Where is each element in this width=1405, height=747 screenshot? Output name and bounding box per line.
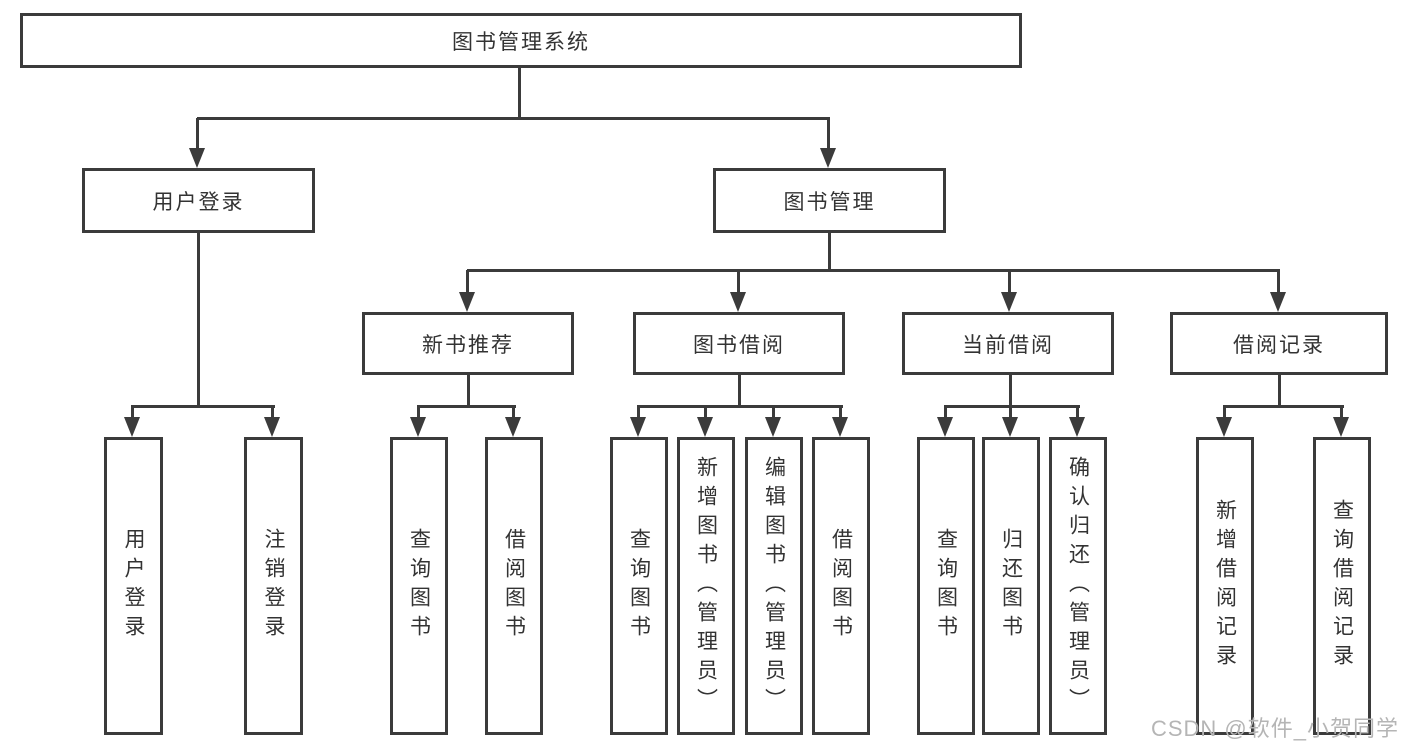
arrow-down-icon (831, 406, 848, 437)
arrow-down-icon (1215, 406, 1232, 437)
leaf-edit-book-admin: 编辑图书（管理员） (745, 437, 803, 735)
connector-line (467, 269, 1280, 272)
arrow-down-icon (1068, 406, 1085, 437)
leaf-query-books-recommend: 查询图书 (390, 437, 448, 735)
connector-line (944, 405, 1080, 408)
arrow-down-icon (936, 406, 953, 437)
arrow-down-icon (729, 270, 746, 312)
leaf-return-book: 归还图书 (982, 437, 1040, 735)
arrow-down-icon (764, 406, 781, 437)
arrow-down-icon (458, 270, 475, 312)
leaf-query-borrow-record: 查询借阅记录 (1313, 437, 1371, 735)
node-borrowing-records: 借阅记录 (1170, 312, 1388, 375)
leaf-borrow-books-recommend: 借阅图书 (485, 437, 543, 735)
connector-line (828, 233, 831, 272)
arrow-down-icon (504, 406, 521, 437)
leaf-borrow-books: 借阅图书 (812, 437, 870, 735)
arrow-down-icon (263, 406, 280, 437)
leaf-query-books-borrowing: 查询图书 (610, 437, 668, 735)
connector-line (1009, 375, 1012, 407)
connector-line (637, 405, 843, 408)
leaf-confirm-return-admin: 确认归还（管理员） (1049, 437, 1107, 735)
node-current-borrowing: 当前借阅 (902, 312, 1114, 375)
arrow-down-icon (1001, 406, 1018, 437)
arrow-down-icon (1000, 270, 1017, 312)
connector-line (197, 117, 830, 120)
arrow-down-icon (188, 118, 205, 168)
arrow-down-icon (123, 406, 140, 437)
connector-line (417, 405, 516, 408)
arrow-down-icon (819, 118, 836, 168)
arrow-down-icon (629, 406, 646, 437)
node-new-book-recommend: 新书推荐 (362, 312, 574, 375)
connector-line (197, 233, 200, 407)
node-book-borrowing: 图书借阅 (633, 312, 845, 375)
arrow-down-icon (696, 406, 713, 437)
arrow-down-icon (1269, 270, 1286, 312)
node-user-login: 用户登录 (82, 168, 315, 233)
arrow-down-icon (1332, 406, 1349, 437)
leaf-add-borrow-record: 新增借阅记录 (1196, 437, 1254, 735)
leaf-user-login: 用户登录 (104, 437, 163, 735)
connector-line (1278, 375, 1281, 407)
leaf-add-book-admin: 新增图书（管理员） (677, 437, 735, 735)
leaf-logout: 注销登录 (244, 437, 303, 735)
connector-line (131, 405, 275, 408)
node-book-management: 图书管理 (713, 168, 946, 233)
csdn-watermark: CSDN @软件_小贺同学 (1150, 716, 1399, 741)
arrow-down-icon (409, 406, 426, 437)
connector-line (467, 375, 470, 407)
connector-line (518, 68, 521, 118)
leaf-query-books-current: 查询图书 (917, 437, 975, 735)
node-library-system: 图书管理系统 (20, 13, 1022, 68)
connector-line (1223, 405, 1344, 408)
connector-line (738, 375, 741, 407)
